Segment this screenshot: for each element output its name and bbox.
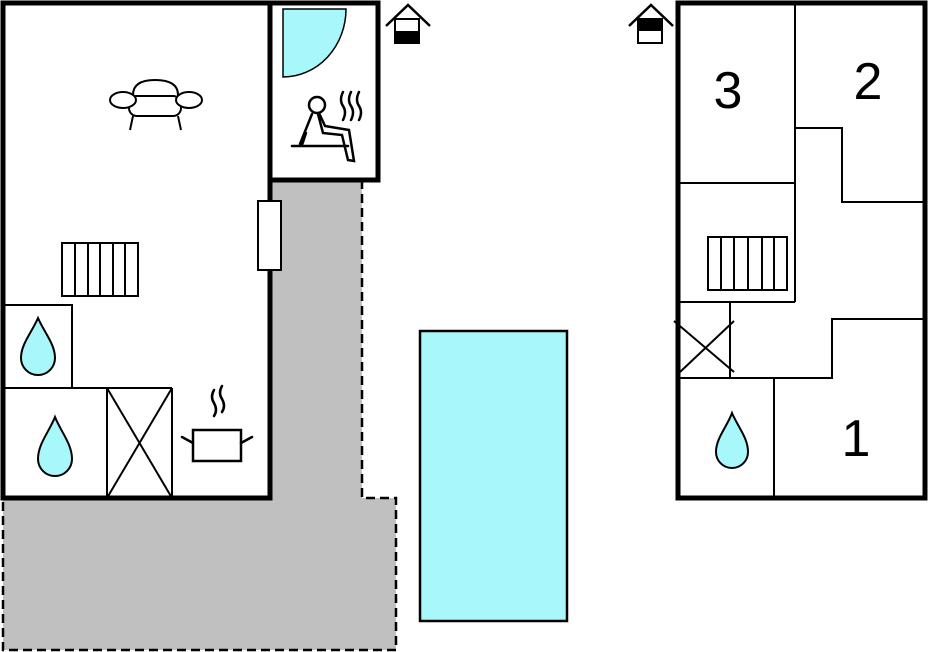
water-drop-icon	[36, 414, 74, 477]
terrace	[3, 180, 396, 650]
sauna-icon	[290, 90, 363, 163]
water-drop-icon	[19, 315, 57, 376]
cooking-pot-icon	[180, 384, 254, 463]
water-drop-icon	[714, 410, 750, 469]
room-number-2: 2	[854, 53, 883, 111]
room-number-3: 3	[714, 62, 743, 120]
radiator-icon	[61, 242, 139, 297]
stairs-icon	[707, 236, 788, 291]
sofa-icon	[109, 78, 203, 131]
house-floor-icon	[628, 3, 674, 44]
terrace-dashed-edge	[1, 180, 398, 652]
installation-box-x-icon	[106, 387, 173, 499]
ground-floor-building	[0, 0, 381, 501]
installation-box-x-icon	[673, 320, 735, 373]
house-floor-icon	[385, 3, 431, 44]
swimming-pool	[418, 329, 569, 623]
room-number-1: 1	[842, 410, 871, 468]
upper-floor-building	[673, 0, 928, 501]
shower-icon	[282, 8, 347, 78]
window	[257, 200, 282, 271]
